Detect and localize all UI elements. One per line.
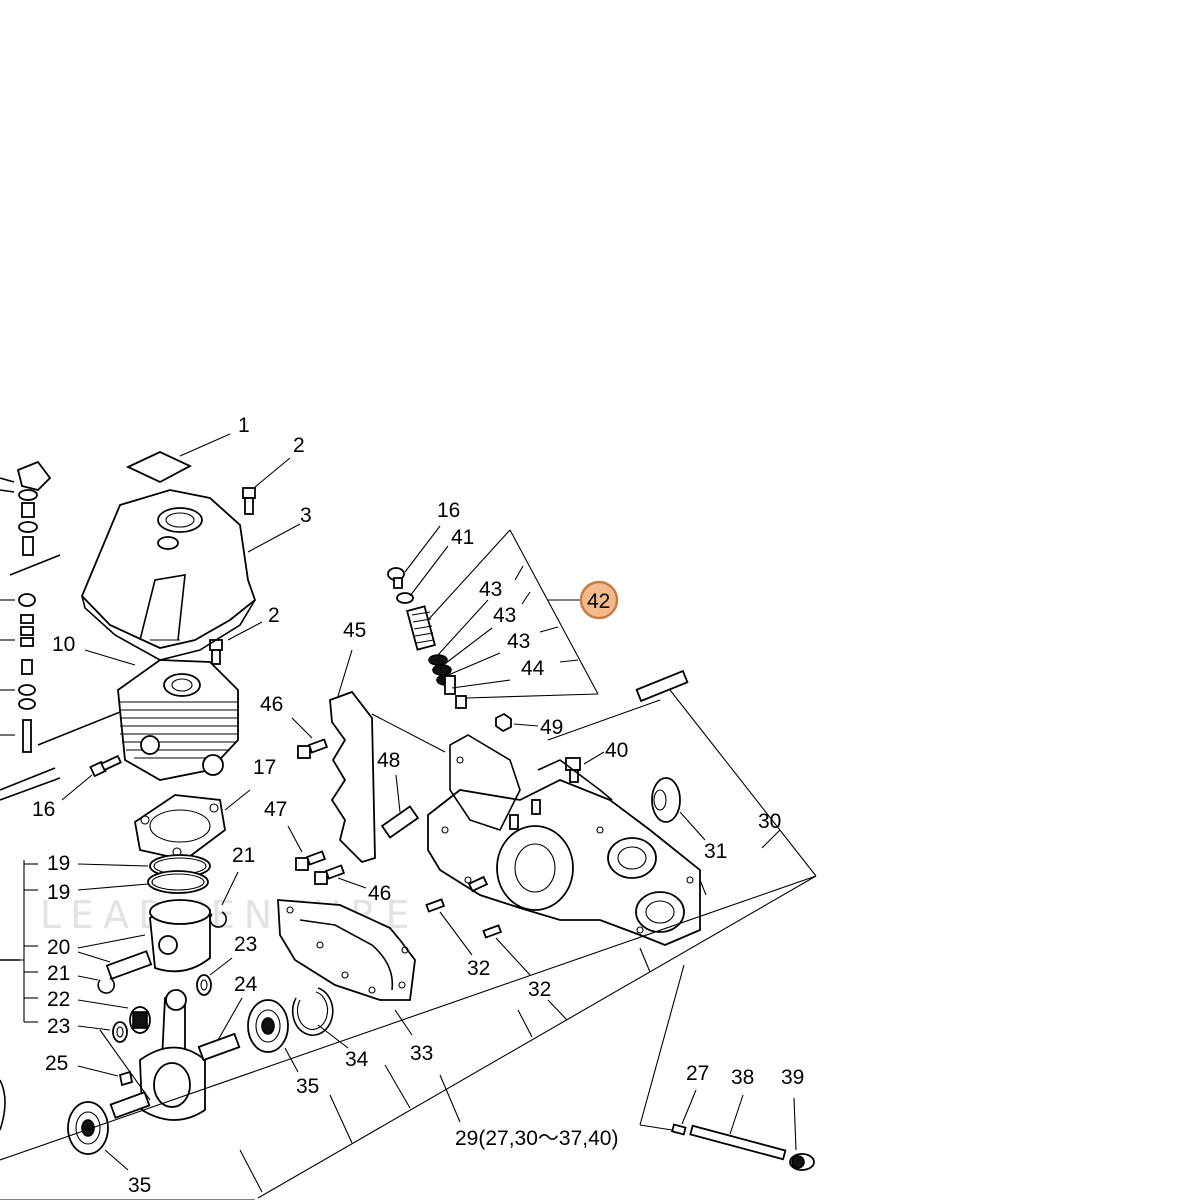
part-23-washer-left[interactable] (77, 1021, 128, 1043)
part-49-nut[interactable] (495, 712, 539, 733)
part-16-bolt-right[interactable] (387, 525, 441, 589)
callout-16[interactable]: 16 (437, 499, 460, 522)
callout-29[interactable]: 29(27,30〜37,40) (455, 1127, 618, 1150)
callout-47[interactable]: 47 (264, 798, 287, 821)
callout-27[interactable]: 27 (686, 1062, 709, 1085)
part-47-bolt[interactable] (287, 825, 327, 871)
part-3-cylinder-cover[interactable] (80, 489, 301, 661)
highlight-marker-42[interactable] (579, 580, 619, 620)
callout-32[interactable]: 32 (528, 978, 551, 1001)
part-33-crankcase-gasket[interactable] (277, 899, 416, 1036)
callout-21[interactable]: 21 (47, 962, 70, 985)
part-1-label[interactable] (125, 433, 231, 484)
callout-2[interactable]: 2 (293, 434, 305, 457)
part-23-washer-right[interactable] (196, 957, 233, 996)
part-48-sleeve[interactable] (380, 774, 420, 839)
callout-25[interactable]: 25 (45, 1052, 68, 1075)
part-32-dowel-pin-right[interactable] (482, 924, 531, 976)
part-22-needle-bearing[interactable] (77, 999, 151, 1034)
part-30-crankcase[interactable] (427, 669, 701, 946)
callout-17[interactable]: 17 (253, 756, 276, 779)
callout-41[interactable]: 41 (451, 526, 474, 549)
callout-46[interactable]: 46 (368, 882, 391, 905)
left-edge-parts (0, 460, 131, 1131)
part-24-crankshaft[interactable] (109, 988, 243, 1121)
assembly-bracket-lines (0, 689, 817, 1200)
part-21-circlip-left[interactable] (77, 975, 115, 994)
callout-32[interactable]: 32 (467, 957, 490, 980)
part-20-piston[interactable] (77, 899, 211, 980)
callout-43[interactable]: 43 (493, 604, 516, 627)
callout-19[interactable]: 19 (47, 881, 70, 904)
callout-35[interactable]: 35 (296, 1075, 319, 1098)
callout-34[interactable]: 34 (345, 1048, 369, 1071)
callout-2[interactable]: 2 (268, 604, 280, 627)
callout-21[interactable]: 21 (232, 844, 255, 867)
part-40-fitting[interactable] (565, 751, 605, 783)
part-10-cylinder[interactable] (84, 649, 239, 781)
part-21-circlip-right[interactable] (209, 871, 239, 928)
callout-40[interactable]: 40 (605, 739, 628, 762)
callout-23[interactable]: 23 (47, 1015, 70, 1038)
callout-20[interactable]: 20 (47, 936, 70, 959)
part-31-oil-seal[interactable] (651, 777, 706, 841)
callout-46[interactable]: 46 (260, 693, 283, 716)
part-46-bolt-upper[interactable] (291, 717, 329, 759)
callout-16[interactable]: 16 (32, 798, 55, 821)
part-35-bearing-left[interactable] (67, 1101, 129, 1171)
callout-43[interactable]: 43 (507, 630, 530, 653)
callout-49[interactable]: 49 (540, 716, 563, 739)
piston-group-bracket (0, 860, 38, 1023)
part-25-woodruff-key[interactable] (77, 1065, 134, 1087)
part-16-bolt-left[interactable] (61, 754, 122, 801)
callout-44[interactable]: 44 (521, 657, 545, 680)
callout-23[interactable]: 23 (234, 933, 257, 956)
part-34-circlip[interactable] (291, 987, 349, 1049)
part-27-pin[interactable] (671, 1089, 697, 1136)
part-32-dowel-pin-left[interactable] (425, 898, 473, 956)
valve-leader-lines (409, 529, 599, 699)
callout-10[interactable]: 10 (52, 633, 75, 656)
callout-1[interactable]: 1 (238, 414, 250, 437)
callout-24[interactable]: 24 (234, 973, 258, 996)
callout-38[interactable]: 38 (731, 1066, 754, 1089)
callout-48[interactable]: 48 (377, 749, 400, 772)
callout-30[interactable]: 30 (758, 810, 781, 833)
part-39-plug[interactable] (789, 1097, 815, 1171)
part-35-bearing-right[interactable] (247, 999, 299, 1073)
callout-19[interactable]: 19 (47, 852, 70, 875)
callout-45[interactable]: 45 (343, 619, 366, 642)
callout-labels: 1 2 2 3 10 16 16 17 19 19 20 21 21 22 23… (32, 414, 804, 1197)
part-19-piston-rings[interactable] (77, 854, 211, 894)
callout-43[interactable]: 43 (479, 578, 502, 601)
callout-33[interactable]: 33 (410, 1042, 433, 1065)
callout-39[interactable]: 39 (781, 1066, 804, 1089)
callout-42[interactable]: 42 (587, 590, 610, 613)
part-45-gasket[interactable] (329, 649, 446, 864)
valve-assembly-stack[interactable] (396, 592, 467, 709)
part-2-screw-top[interactable] (242, 457, 291, 515)
callout-31[interactable]: 31 (704, 840, 727, 863)
part-17-cylinder-gasket[interactable] (134, 789, 251, 861)
callout-3[interactable]: 3 (300, 504, 312, 527)
callout-35[interactable]: 35 (128, 1174, 151, 1197)
callout-22[interactable]: 22 (47, 988, 70, 1011)
part-46-bolt-lower[interactable] (314, 864, 367, 889)
part-38-rod[interactable] (689, 1094, 787, 1161)
